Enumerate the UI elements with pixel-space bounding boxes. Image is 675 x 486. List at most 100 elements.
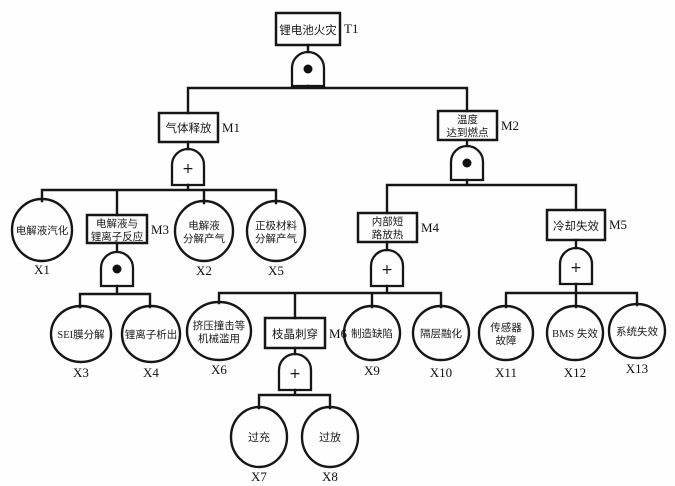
and-gate-g4 [449,144,485,182]
event-circle-X6 [185,300,253,362]
node-M2: 温度 达到燃点 M2 [436,109,519,142]
event-tag-T1: T1 [344,21,358,36]
or-gate-g5-symbol: + [381,262,393,278]
event-label-M4-line1: 内部短 [372,215,404,228]
event-circle-X4 [120,304,182,364]
event-tag-X1: X1 [34,262,50,277]
event-tag-M6: M6 [329,326,348,341]
or-gate-g2-symbol: + [182,161,194,177]
event-label-X6-line2: 机械滥用 [198,332,240,345]
event-circle-X7 [229,405,289,469]
event-tag-X11: X11 [495,365,517,380]
event-label-X10: 隔层融化 [420,327,462,340]
event-label-X11-line1: 传感器 [490,321,522,334]
event-label-M2-line1: 温度 [457,113,478,126]
event-label-M4-line2: 路放热 [372,228,404,241]
node-X12: BMS 失效 X12 [545,304,605,380]
event-label-X12: BMS 失效 [552,327,598,340]
node-M4: 内部短 路放热 M4 [356,211,440,244]
event-box-M3 [85,213,149,245]
event-tag-X12: X12 [564,365,586,380]
node-X1: 电解液汽化 X1 [10,197,74,277]
event-label-X3: SEI膜分解 [57,328,105,341]
event-tag-X6: X6 [211,362,227,377]
node-X3: SEI膜分解 X3 [49,304,113,380]
event-label-X9: 制造缺陷 [351,327,393,340]
event-tag-X9: X9 [364,363,380,378]
node-M6: 枝晶刺穿 M6 [263,316,348,350]
node-X10: 隔层融化 X10 [411,304,471,380]
event-label-X5-line2: 分解产气 [255,232,297,245]
event-label-X2-line2: 分解产气 [183,232,225,245]
event-label-M1: 气体释放 [166,121,212,135]
event-circle-X13 [607,302,667,360]
or-gate-g2: + [170,147,206,187]
event-box-M6 [263,316,327,350]
event-box-M5 [545,208,607,242]
and-gate-g3-dot [112,264,122,274]
event-tag-X7: X7 [251,469,267,484]
event-tag-X3: X3 [73,365,89,380]
and-gate-g4-dot [462,158,472,168]
event-circle-X8 [300,405,360,469]
and-gate-g4-shape [449,144,485,182]
event-tag-X13: X13 [626,361,648,376]
node-X4: 锂离子析出 X4 [120,304,182,380]
event-label-X8: 过放 [319,430,341,444]
event-tag-X8: X8 [322,469,338,484]
event-box-M1 [157,111,220,144]
and-gate-g1-dot [303,64,313,74]
event-label-M3-line2: 锂离子反应 [91,230,144,243]
event-label-X7: 过充 [248,430,270,444]
event-circle-X3 [49,304,113,364]
event-tag-M2: M2 [501,118,519,133]
or-gate-g5: + [369,248,405,288]
node-X8: 过放 X8 [300,405,360,484]
event-circle-X9 [342,304,402,362]
event-tag-M5: M5 [609,217,627,232]
node-X11: 传感器 故障 X11 [477,304,535,380]
event-label-M5: 冷却失效 [553,219,599,233]
node-M3: 电解液与 锂离子反应 M3 [85,213,169,245]
node-X5: 正极材料 分解产气 X5 [245,199,307,278]
event-tag-X5: X5 [268,263,284,278]
event-circle-X1 [10,197,74,263]
node-M1: 气体释放 M1 [157,111,240,144]
event-label-M2-line2: 达到燃点 [447,126,489,139]
event-box-M2 [436,109,499,142]
or-gate-g6-symbol: + [289,366,301,382]
event-tag-X2: X2 [196,263,212,278]
node-X6: 挤压撞击等 机械滥用 X6 [185,300,253,377]
event-tag-M4: M4 [421,220,440,235]
event-label-X4: 锂离子析出 [125,328,178,341]
or-gate-g7: + [558,246,594,286]
node-X7: 过充 X7 [229,405,289,484]
or-gate-g6: + [277,352,313,392]
event-circle-X10 [411,304,471,362]
event-box-M4 [356,211,419,244]
event-tag-M1: M1 [222,120,240,135]
event-circle-X11 [477,304,535,362]
or-gate-g5-shape [369,248,405,288]
event-label-X11-line2: 故障 [496,334,517,347]
event-label-M3-line1: 电解液与 [96,217,138,230]
event-circle-X2 [173,199,235,263]
node-X2: 电解液 分解产气 X2 [173,199,235,278]
event-label-T1: 锂电池火灾 [279,23,337,37]
or-gate-g7-symbol: + [570,260,582,276]
event-label-X13: 系统失效 [616,325,658,338]
and-gate-g1-shape [290,50,326,88]
event-label-X2-line1: 电解液 [188,219,220,232]
and-gate-g3 [99,250,135,288]
event-tag-M3: M3 [151,222,169,237]
event-circle-X5 [245,199,307,263]
or-gate-g2-shape [170,147,206,187]
event-circle-X12 [545,304,605,362]
event-label-M6: 枝晶刺穿 [272,327,318,341]
node-T1: 锂电池火灾 T1 [274,11,358,47]
and-gate-g1 [290,50,326,88]
connector-lines [40,43,639,410]
event-box-T1 [274,11,342,47]
